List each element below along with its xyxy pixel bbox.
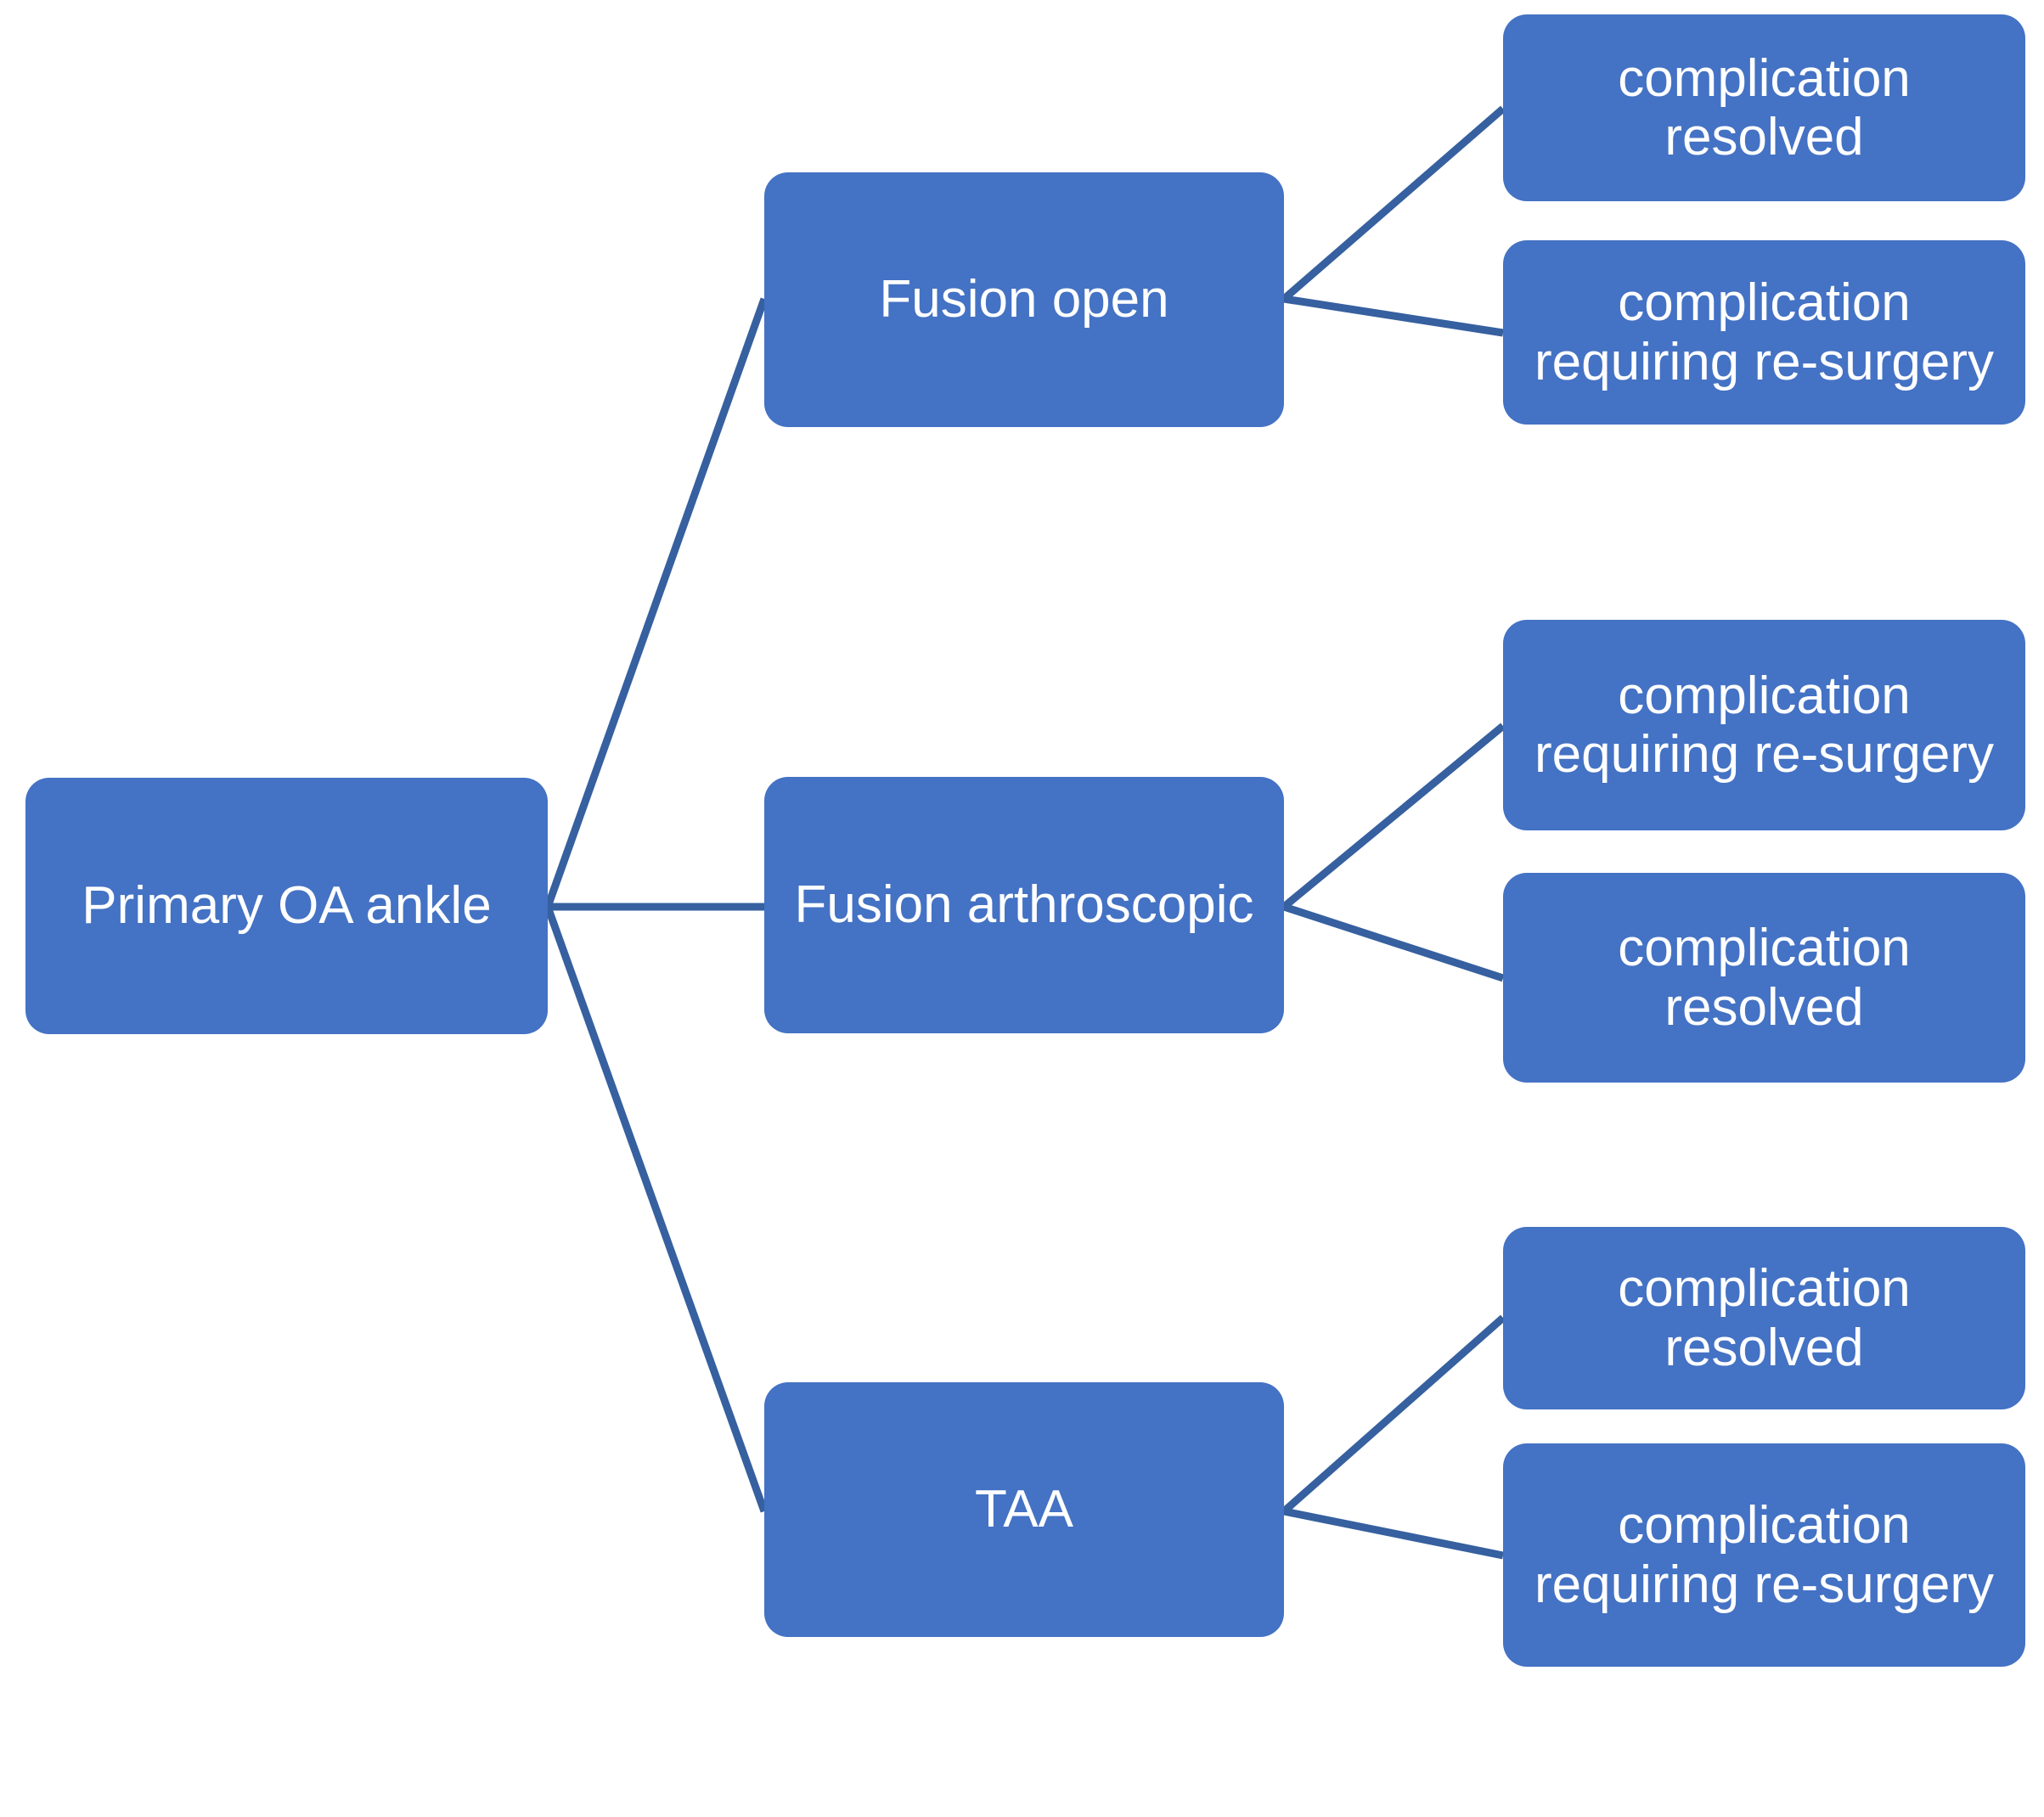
- connector-fusion-open-to-resurgery: [1283, 295, 1504, 337]
- node-taa[interactable]: TAA: [764, 1382, 1284, 1637]
- node-taa-complication-resolved[interactable]: complication resolved: [1503, 1227, 2025, 1409]
- connector-lines: [543, 105, 1506, 1560]
- node-label-fusion-arthroscopic-complication-resurgery: complication requiring re-surgery: [1534, 666, 1994, 784]
- node-fusion-arthroscopic-complication-resurgery[interactable]: complication requiring re-surgery: [1503, 620, 2025, 830]
- connector-taa-to-resolved: [1281, 1314, 1506, 1515]
- node-label-fusion-open-complication-resolved: complication resolved: [1618, 48, 1911, 166]
- node-fusion-open[interactable]: Fusion open: [764, 172, 1284, 427]
- connector-root-to-fusion-open: [543, 297, 769, 908]
- connector-fusion-open-to-resolved: [1281, 105, 1506, 302]
- node-label-fusion-open: Fusion open: [879, 270, 1169, 329]
- connector-fusion-arthroscopic-to-resolved: [1282, 903, 1505, 982]
- node-fusion-arthroscopic-complication-resolved[interactable]: complication resolved: [1503, 873, 2025, 1083]
- node-fusion-open-complication-resurgery[interactable]: complication requiring re-surgery: [1503, 240, 2025, 425]
- node-primary-oa-ankle[interactable]: Primary OA ankle: [25, 778, 548, 1034]
- connector-taa-to-resurgery: [1283, 1507, 1504, 1560]
- node-label-fusion-open-complication-resurgery: complication requiring re-surgery: [1534, 273, 1994, 391]
- node-label-taa: TAA: [975, 1480, 1073, 1539]
- node-label-primary-oa-ankle: Primary OA ankle: [82, 876, 492, 936]
- node-label-taa-complication-resolved: complication resolved: [1618, 1259, 1911, 1377]
- node-fusion-arthroscopic[interactable]: Fusion arthroscopic: [764, 777, 1284, 1033]
- connector-fusion-arthroscopic-to-resurgery: [1281, 723, 1506, 910]
- node-label-fusion-arthroscopic: Fusion arthroscopic: [794, 875, 1254, 935]
- node-label-fusion-arthroscopic-complication-resolved: complication resolved: [1618, 919, 1911, 1037]
- node-taa-complication-resurgery[interactable]: complication requiring re-surgery: [1503, 1443, 2025, 1667]
- node-fusion-open-complication-resolved[interactable]: complication resolved: [1503, 14, 2025, 201]
- connector-root-to-taa: [543, 905, 769, 1513]
- node-label-taa-complication-resurgery: complication requiring re-surgery: [1534, 1496, 1994, 1614]
